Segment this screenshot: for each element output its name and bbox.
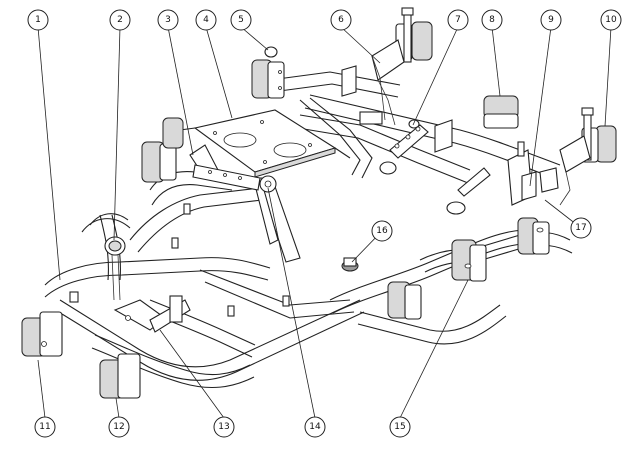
callout-11-label: 11 <box>39 422 50 432</box>
callout-1-label: 1 <box>35 15 41 25</box>
callout-14-label: 14 <box>309 422 321 432</box>
callout-4-label: 4 <box>203 15 209 25</box>
callout-3-label: 3 <box>165 15 171 25</box>
callout-7-label: 7 <box>455 15 461 25</box>
leader-lines <box>37 26 612 419</box>
callout-9-label: 9 <box>548 15 554 25</box>
callout-15: 15 <box>389 416 411 438</box>
callout-10: 10 <box>600 9 622 31</box>
callout-16: 16 <box>371 220 393 242</box>
callout-17: 17 <box>570 217 592 239</box>
callout-5: 5 <box>230 9 252 31</box>
callout-6-label: 6 <box>338 15 344 25</box>
callout-8-label: 8 <box>489 15 495 25</box>
callout-8: 8 <box>481 9 503 31</box>
frame-assembly <box>21 7 617 399</box>
callout-11: 11 <box>34 416 56 438</box>
callout-6: 6 <box>330 9 352 31</box>
callout-10-label: 10 <box>605 15 617 25</box>
callout-17-label: 17 <box>575 223 586 233</box>
callout-5-label: 5 <box>238 15 244 25</box>
callout-16-label: 16 <box>376 226 388 236</box>
callout-3: 3 <box>157 9 179 31</box>
callout-4: 4 <box>195 9 217 31</box>
callout-7: 7 <box>447 9 469 31</box>
callout-balloons: 1 2 3 4 5 6 7 8 9 10 11 12 13 14 15 16 1… <box>27 9 622 438</box>
callout-15-label: 15 <box>394 422 405 432</box>
callout-12: 12 <box>108 416 130 438</box>
callout-13: 13 <box>213 416 235 438</box>
callout-1: 1 <box>27 9 49 31</box>
callout-2: 2 <box>109 9 131 31</box>
callout-9: 9 <box>540 9 562 31</box>
callout-2-label: 2 <box>117 15 123 25</box>
callout-12-label: 12 <box>113 422 124 432</box>
callout-14: 14 <box>304 416 326 438</box>
adjustment-posts <box>69 7 594 333</box>
callout-13-label: 13 <box>218 422 229 432</box>
